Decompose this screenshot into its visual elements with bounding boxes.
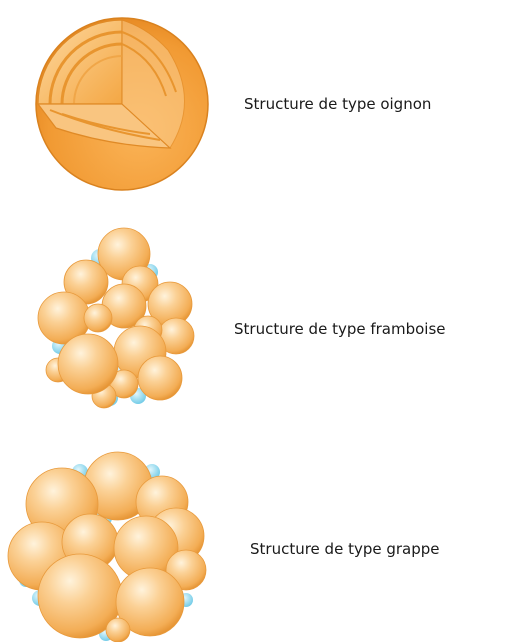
label-oignon: Structure de type oignon	[244, 95, 431, 113]
raspberry-structure-icon	[38, 228, 194, 408]
onion-structure-icon	[36, 18, 208, 190]
label-grappe: Structure de type grappe	[250, 540, 440, 558]
label-framboise: Structure de type framboise	[234, 320, 446, 338]
cluster-structure-icon	[8, 452, 206, 642]
